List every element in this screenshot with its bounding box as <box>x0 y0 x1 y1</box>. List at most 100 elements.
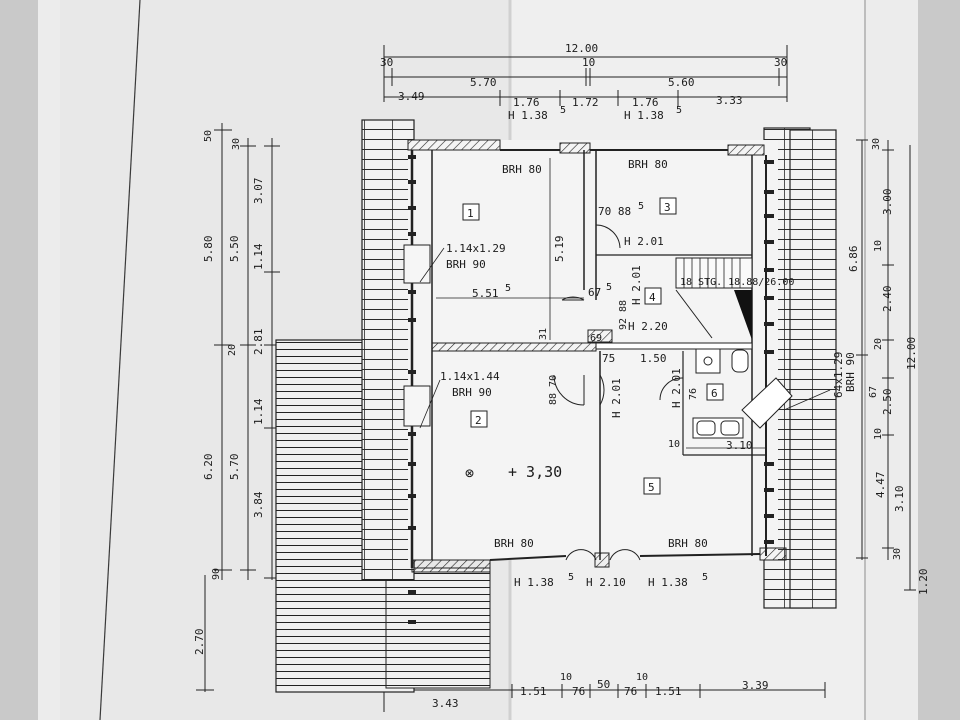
window-brh-room6: BRH 90 <box>844 352 857 392</box>
bathtub <box>741 377 793 429</box>
dim-right-30: 30 <box>871 138 882 150</box>
dim-310: 3.10 <box>726 439 753 452</box>
dim-right-240: 2.40 <box>881 286 894 313</box>
dim-right-67: 67 <box>868 386 879 398</box>
bathroom-fixtures <box>692 348 793 439</box>
dim-150: 1.50 <box>640 352 667 365</box>
window-size-room1: 1.14x1.29 <box>446 242 506 255</box>
door-height-room3: H 2.01 <box>624 235 664 248</box>
bottom-window-height-1: H 1.38 <box>514 576 554 589</box>
dim-left-20: 20 <box>227 344 238 356</box>
dim-92: 92 <box>618 318 629 330</box>
dim-bottom-76-b: 76 <box>624 685 637 698</box>
window-height-1-sup: 5 <box>560 105 566 116</box>
room-5-number: 5 <box>648 481 655 494</box>
window-brh-room2: BRH 90 <box>452 386 492 399</box>
sill-height-room1: BRH 80 <box>502 163 542 176</box>
page-edge-line <box>99 0 141 720</box>
room-6-number: 6 <box>711 387 718 400</box>
door-height-room4: H 2.01 <box>630 265 643 305</box>
dim-right-250: 2.50 <box>881 389 894 416</box>
roof-bottom-extension <box>385 567 491 689</box>
dim-left-281: 2.81 <box>252 329 265 356</box>
roof-left-tiles <box>361 119 415 581</box>
dim-176-b: 1.76 <box>632 96 659 109</box>
dim-left-270: 2.70 <box>193 629 206 656</box>
bottom-door-height: H 2.10 <box>586 576 626 589</box>
dim-left-50: 50 <box>203 130 214 142</box>
dim-left-90: 90 <box>211 568 222 580</box>
dim-176-a: 1.76 <box>513 96 540 109</box>
dim-349: 3.49 <box>398 90 425 103</box>
dim-top-mid-10: 10 <box>582 56 595 69</box>
dim-bottom-10-a: 10 <box>560 672 572 683</box>
dim-left-620: 6.20 <box>202 454 215 481</box>
dim-551-sup: 5 <box>505 283 511 294</box>
dim-bottom-151-a: 1.51 <box>520 685 547 698</box>
dim-10: 10 <box>668 439 680 450</box>
floor-level-mark: + 3,30 <box>508 463 562 481</box>
dim-70-88-sup: 5 <box>638 201 644 212</box>
dim-left-580: 5.80 <box>202 236 215 263</box>
door-height-room5: H 2.01 <box>610 378 623 418</box>
doors <box>553 224 684 561</box>
level-symbol: ⊗ <box>465 464 474 482</box>
dim-right-30-b: 30 <box>892 548 903 560</box>
dim-right-310: 3.10 <box>893 486 906 513</box>
dim-560: 5.60 <box>668 76 695 89</box>
room-number-boxes <box>462 197 724 495</box>
dim-69: 69 <box>590 333 602 344</box>
dim-570: 5.70 <box>470 76 497 89</box>
room-3-number: 3 <box>664 201 671 214</box>
roof-right-tiles-outer <box>789 129 837 609</box>
dim-right-300: 3.00 <box>881 189 894 216</box>
dim-total-width: 12.00 <box>565 42 598 55</box>
dim-bottom-151-b: 1.51 <box>655 685 682 698</box>
dim-right-447: 4.47 <box>874 472 887 499</box>
side-wall-marks <box>408 155 774 624</box>
window-size-room6: 64x1.29 <box>832 352 845 398</box>
dim-bottom-76-a: 76 <box>572 685 585 698</box>
shower-tray <box>695 348 721 374</box>
dim-right-10: 10 <box>873 240 884 252</box>
double-sink <box>692 417 744 439</box>
dim-top-left-30: 30 <box>380 56 393 69</box>
window-height-1: H 1.38 <box>508 109 548 122</box>
dormer-window-room2 <box>403 385 431 427</box>
dim-left-114-a: 1.14 <box>252 243 265 270</box>
room-1-number: 1 <box>467 207 474 220</box>
dim-67: 67 <box>588 286 601 299</box>
window-height-2-sup: 5 <box>676 105 682 116</box>
window-size-room2: 1.14x1.44 <box>440 370 500 383</box>
dim-bottom-10-b: 10 <box>636 672 648 683</box>
right-dimensions <box>856 139 916 591</box>
dim-76: 76 <box>688 388 699 400</box>
dim-left-307: 3.07 <box>252 178 265 205</box>
dim-left-114-b: 1.14 <box>252 398 265 425</box>
dim-right-686: 6.86 <box>847 246 860 273</box>
dim-right-1200: 12.00 <box>905 337 918 370</box>
dim-75: 75 <box>602 352 615 365</box>
room-4-number: 4 <box>649 291 656 304</box>
dim-left-384: 3.84 <box>252 491 265 518</box>
bottom-window-height-2-sup: 5 <box>702 572 708 583</box>
dim-right-120: 1.20 <box>917 569 930 596</box>
dim-bottom-50: 50 <box>597 678 610 691</box>
sill-height-room2: BRH 80 <box>494 537 534 550</box>
toilet <box>731 349 749 373</box>
dim-right-10-b: 10 <box>873 428 884 440</box>
dim-bottom-343: 3.43 <box>432 697 459 710</box>
door-height-room6: H 2.01 <box>670 368 683 408</box>
staircase-label: 18 STG. 18.88/26.00 <box>680 277 794 288</box>
sill-height-room3: BRH 80 <box>628 158 668 171</box>
bottom-window-height-1-sup: 5 <box>568 572 574 583</box>
dim-right-20: 20 <box>873 338 884 350</box>
dim-left-550: 5.50 <box>228 236 241 263</box>
dim-88: 88 <box>618 300 629 312</box>
door-height-220: H 2.20 <box>628 320 668 333</box>
dim-519: 5.19 <box>553 236 566 263</box>
dim-88-70: 88 70 <box>548 375 559 405</box>
window-height-2: H 1.38 <box>624 109 664 122</box>
